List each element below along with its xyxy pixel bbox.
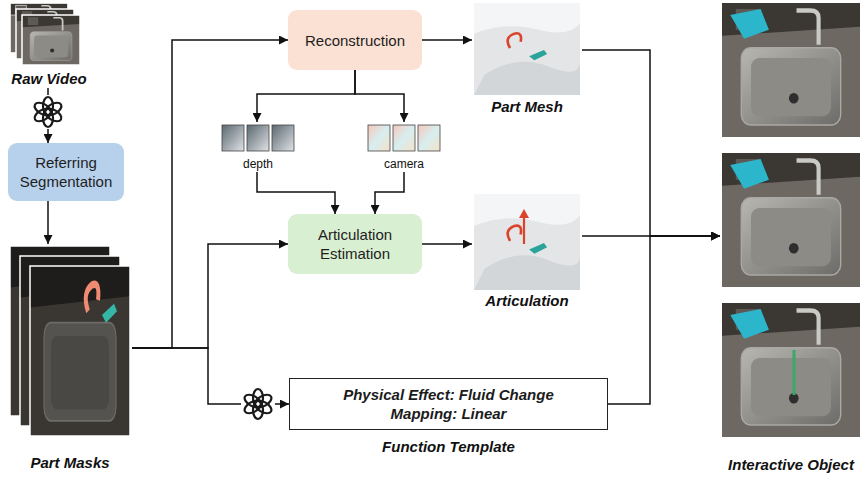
flow-arrow (375, 172, 404, 214)
llm-logo (241, 387, 275, 421)
part-mesh: Part Mesh (472, 2, 582, 116)
interactive-object-frames (722, 3, 860, 437)
flow-arrow (132, 40, 288, 348)
raw-video: Raw Video (8, 2, 90, 88)
interactive-object: Interactive Object (720, 2, 862, 474)
process-box: Reconstruction (288, 10, 422, 70)
flow-arrow (582, 50, 720, 236)
articulation-render (474, 194, 580, 290)
figure-label: Interactive Object (710, 456, 864, 474)
camera-poses: camera (366, 122, 442, 172)
figure-label: Articulation (462, 292, 592, 310)
flow-arrow (608, 236, 720, 404)
figure-label: depth (210, 157, 306, 172)
flow-arrow (422, 243, 472, 245)
articulation-view: Articulation (472, 192, 582, 310)
flow-arrow (132, 244, 288, 348)
part-mask-frames (10, 246, 130, 436)
box-text: Mapping: Linear (391, 404, 507, 423)
flow-arrow (355, 70, 404, 122)
template-heading: Function Template (290, 438, 607, 455)
box-text: Reconstruction (305, 31, 405, 50)
flow-arrow (422, 39, 472, 41)
figure-label: Part Mesh (462, 98, 592, 116)
depth-maps: depth (220, 122, 296, 172)
depth-tiles (222, 125, 294, 151)
part-mesh-render (474, 3, 580, 95)
llm-logo (31, 95, 65, 129)
process-box: Referring Segmentation (8, 143, 124, 201)
figure-label: camera (356, 157, 452, 172)
camera-tiles (368, 125, 440, 151)
box-text: Physical Effect: Fluid Change (343, 385, 554, 404)
box-text: Articulation Estimation (296, 225, 414, 263)
figure-label: Raw Video (0, 70, 100, 88)
box-text: Referring Segmentation (16, 153, 116, 191)
function-template: Physical Effect: Fluid ChangeMapping: Li… (289, 378, 608, 430)
process-box: Articulation Estimation (288, 214, 422, 274)
part-masks: Part Masks (8, 244, 132, 472)
figure-label: Part Masks (0, 454, 142, 472)
flow-arrow (257, 172, 335, 214)
flow-arrow (257, 70, 355, 122)
raw-video-frames (10, 3, 80, 65)
flow-arrow (47, 201, 49, 244)
